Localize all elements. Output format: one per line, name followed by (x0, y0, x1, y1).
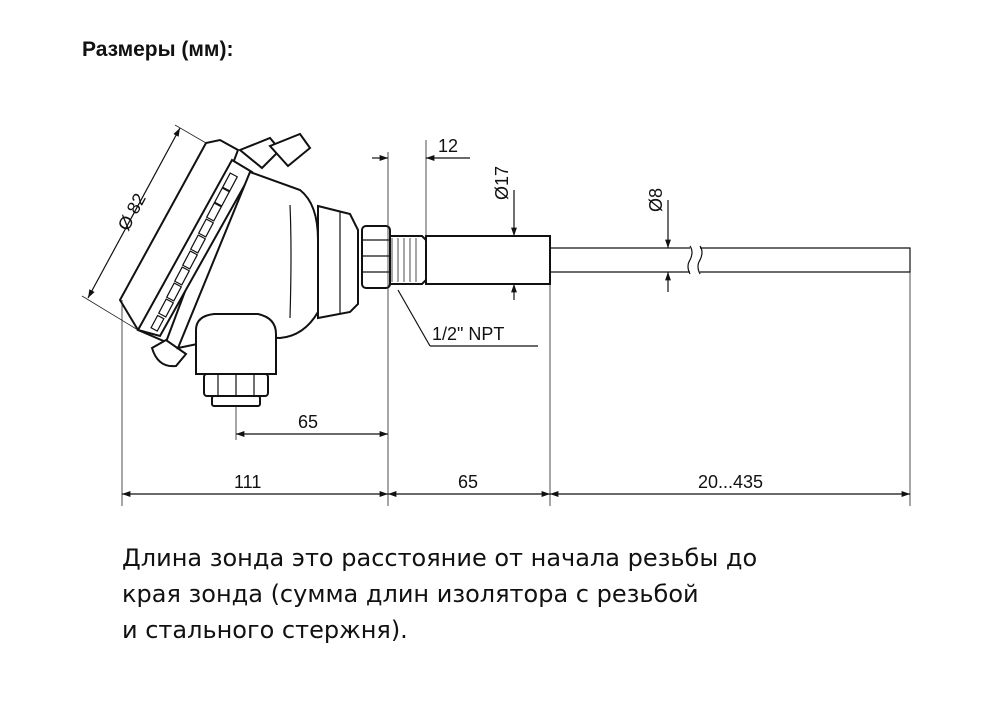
page-title: Размеры (мм): (82, 38, 234, 61)
note-line-1: Длина зонда это расстояние от начала рез… (122, 544, 758, 572)
dimension-lines (87, 127, 910, 497)
dim-rod-diameter: Ø8 (646, 188, 666, 212)
steel-rod (550, 245, 911, 275)
connection-head (118, 132, 359, 407)
dim-probe-length: 20...435 (698, 472, 763, 492)
dim-thread-length: 12 (438, 136, 458, 156)
insulator-tube (425, 235, 551, 285)
hex-nut (361, 225, 391, 289)
dim-insulator-diameter: Ø17 (492, 166, 512, 200)
dim-thread-spec: 1/2" NPT (432, 324, 504, 344)
probe-length-note: Длина зонда это расстояние от начала рез… (122, 540, 942, 648)
extension-lines (81, 124, 911, 506)
dim-cable-gland-offset: 65 (298, 412, 318, 432)
npt-thread (389, 235, 427, 285)
note-line-3: и стального стержня). (122, 616, 408, 644)
dim-insulator-length: 65 (458, 472, 478, 492)
dim-head-length: 111 (234, 472, 261, 492)
dim-head-diameter: Ø 82 (114, 190, 150, 234)
note-line-2: края зонда (сумма длин изолятора с резьб… (122, 580, 699, 608)
